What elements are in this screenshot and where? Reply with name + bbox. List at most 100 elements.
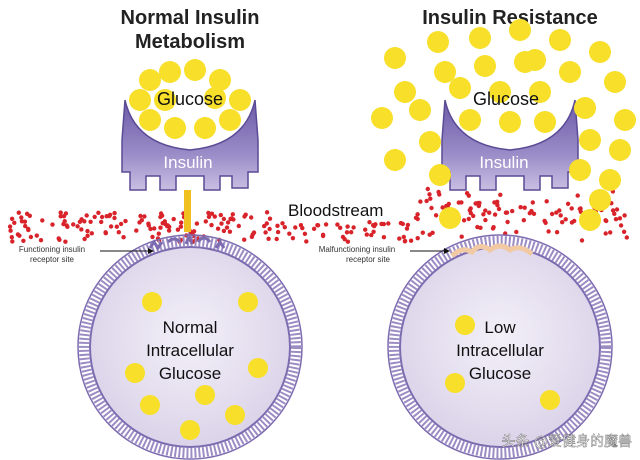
red-blood-cell	[293, 225, 298, 230]
red-blood-cell	[554, 230, 560, 235]
glucose-molecule	[434, 61, 456, 83]
red-blood-cell	[372, 223, 377, 229]
red-blood-cell	[112, 215, 117, 221]
left-cell-text-2: Intracellular	[146, 341, 234, 360]
red-blood-cell	[290, 236, 296, 241]
red-blood-cell	[408, 238, 414, 243]
red-blood-cell	[121, 235, 126, 240]
red-blood-cell	[225, 220, 231, 225]
red-blood-cell	[114, 224, 120, 229]
red-blood-cell	[614, 207, 620, 212]
red-blood-cell	[10, 239, 15, 244]
red-blood-cell	[262, 223, 267, 229]
red-blood-cell	[504, 210, 510, 215]
red-blood-cell	[212, 214, 217, 219]
red-blood-cell	[563, 217, 568, 222]
red-blood-cell	[349, 230, 354, 235]
red-blood-cell	[206, 214, 212, 219]
red-blood-cell	[404, 226, 410, 231]
red-blood-cell	[531, 211, 537, 216]
red-blood-cell	[242, 214, 247, 219]
red-blood-cell	[558, 213, 563, 218]
red-blood-cell	[179, 220, 184, 225]
red-blood-cell	[603, 218, 608, 223]
intracellular-glucose	[125, 363, 145, 383]
glucose-molecule	[489, 81, 511, 103]
red-blood-cell	[103, 230, 108, 235]
red-blood-cell	[88, 219, 93, 224]
red-blood-cell	[575, 193, 580, 198]
red-blood-cell	[108, 224, 114, 229]
intracellular-glucose	[225, 405, 245, 425]
glucose-molecule	[154, 89, 176, 111]
red-blood-cell	[304, 239, 309, 244]
red-blood-cell	[405, 222, 411, 228]
glucose-molecule	[579, 129, 601, 151]
red-blood-cell	[116, 230, 122, 235]
red-blood-cell	[487, 210, 492, 215]
red-blood-cell	[381, 235, 387, 240]
glucose-molecule	[589, 41, 611, 63]
red-blood-cell	[433, 213, 439, 218]
red-blood-cell	[612, 211, 617, 216]
left-cell-text-3: Glucose	[159, 364, 221, 383]
red-blood-cell	[415, 236, 420, 241]
red-blood-cell	[9, 216, 15, 221]
red-blood-cell	[461, 218, 467, 223]
red-blood-cell	[344, 230, 350, 235]
intracellular-glucose	[180, 420, 200, 440]
red-blood-cell	[621, 229, 627, 234]
red-blood-cell	[475, 224, 480, 230]
glucose-molecule	[609, 139, 631, 161]
red-blood-cell	[85, 233, 90, 238]
red-blood-cell	[569, 206, 574, 211]
intracellular-glucose	[142, 292, 162, 312]
red-blood-cell	[424, 198, 429, 204]
red-blood-cell	[300, 225, 305, 231]
left-title-line2: Metabolism	[135, 31, 245, 53]
red-blood-cell	[27, 213, 32, 218]
red-blood-cell	[148, 226, 153, 232]
red-blood-cell	[138, 213, 143, 219]
red-blood-cell	[315, 223, 321, 228]
glucose-molecule	[599, 169, 621, 191]
glucose-molecule	[499, 111, 521, 133]
red-blood-cell	[335, 222, 340, 227]
intracellular-glucose	[455, 315, 475, 335]
glucose-molecule	[574, 97, 596, 119]
red-blood-cell	[351, 225, 356, 230]
red-blood-cell	[565, 201, 571, 206]
red-blood-cell	[178, 224, 184, 229]
glucose-molecule	[129, 89, 151, 111]
intracellular-glucose	[238, 292, 258, 312]
red-blood-cell	[21, 238, 26, 243]
red-blood-cell	[471, 213, 476, 219]
red-blood-cell	[622, 213, 627, 218]
intracellular-glucose	[140, 395, 160, 415]
red-blood-cell	[34, 233, 39, 238]
red-blood-cell	[280, 221, 285, 226]
red-blood-cell	[203, 219, 208, 224]
glucose-molecule	[219, 109, 241, 131]
red-blood-cell	[624, 235, 629, 240]
left-receptor-arrowhead	[148, 248, 154, 254]
glucose-molecule	[604, 71, 626, 93]
red-blood-cell	[275, 223, 280, 228]
red-blood-cell	[50, 222, 55, 227]
red-blood-cell	[546, 229, 551, 234]
glucose-molecule	[409, 99, 431, 121]
red-blood-cell	[17, 233, 22, 238]
red-blood-cell	[79, 227, 84, 232]
right-glucose-cluster	[371, 19, 636, 231]
red-blood-cell	[123, 218, 128, 224]
red-blood-cell	[386, 221, 391, 226]
left-receptor-label-1: Functioning insulin	[19, 245, 85, 254]
red-blood-cell	[413, 215, 419, 220]
red-blood-cell	[77, 219, 83, 224]
red-blood-cell	[206, 210, 211, 216]
red-blood-cell	[490, 226, 496, 231]
red-blood-cell	[118, 221, 124, 227]
red-blood-cell	[505, 219, 510, 225]
red-blood-cell	[302, 231, 308, 236]
glucose-molecule	[204, 87, 226, 109]
